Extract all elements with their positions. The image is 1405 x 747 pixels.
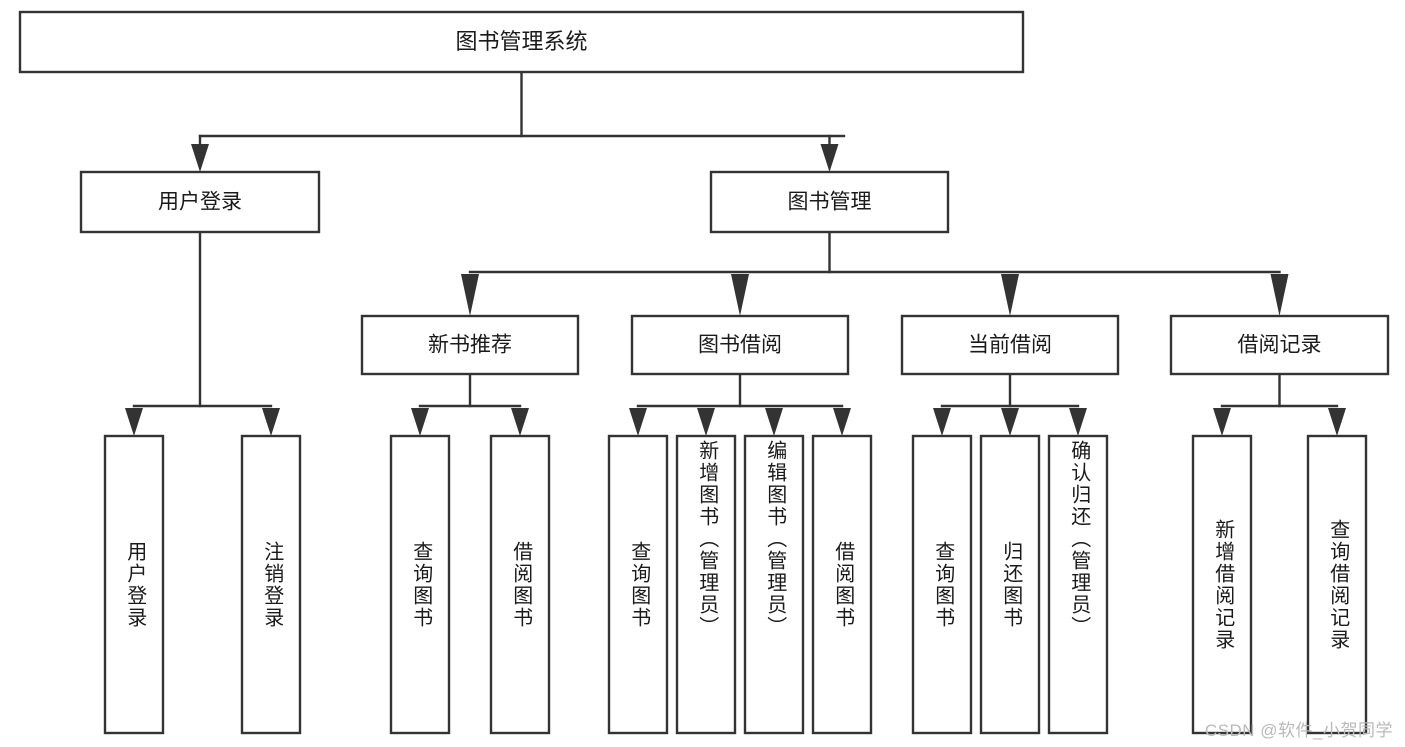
- arrowhead-leaf-add-book: [697, 408, 715, 436]
- node-book-borrow-rect[interactable]: [630, 314, 850, 376]
- node-borrow-record[interactable]: 借阅记录: [1169, 314, 1390, 376]
- node-user-login-rect[interactable]: [79, 170, 321, 234]
- node-leaf-add-record-rect[interactable]: [1191, 434, 1253, 735]
- node-user-login[interactable]: 用户登录: [79, 170, 321, 234]
- arrowhead-leaf-add-record: [1213, 408, 1231, 436]
- node-leaf-query-book-2-rect[interactable]: [607, 434, 669, 735]
- arrowhead-bookmanage: [820, 144, 839, 172]
- arrowhead-leaf-confirm-return: [1069, 408, 1087, 436]
- node-leaf-edit-book-rect[interactable]: [743, 434, 805, 735]
- arrowhead-userlogin: [191, 144, 209, 172]
- arrowhead-leaf-logout: [262, 408, 280, 436]
- arrowhead-leaf-borrow-book-2: [833, 408, 851, 436]
- node-current-borrow-label: 当前借阅: [968, 334, 1052, 357]
- node-borrow-record-rect[interactable]: [1169, 314, 1390, 376]
- node-root[interactable]: 图书管理系统: [18, 10, 1025, 74]
- node-current-borrow-rect[interactable]: [900, 314, 1120, 376]
- arrowhead-leaf-query-record: [1328, 408, 1346, 436]
- node-user-login-label: 用户登录: [158, 191, 242, 214]
- arrowhead-borrow-record: [1270, 274, 1289, 316]
- node-leaf-logout-rect[interactable]: [240, 434, 302, 735]
- node-book-borrow[interactable]: 图书借阅: [630, 314, 850, 376]
- node-leaf-user-login-rect[interactable]: [103, 434, 165, 735]
- node-leaf-confirm-return-rect[interactable]: [1047, 434, 1109, 735]
- node-book-manage[interactable]: 图书管理: [709, 170, 950, 234]
- node-new-book-rec-rect[interactable]: [360, 314, 580, 376]
- node-current-borrow[interactable]: 当前借阅: [900, 314, 1120, 376]
- node-leaf-add-book-rect[interactable]: [675, 434, 737, 735]
- connector-group: [125, 70, 1346, 436]
- arrowhead-leaf-return-book: [1001, 408, 1019, 436]
- arrowhead-current-borrow: [1001, 274, 1019, 316]
- node-leaf-borrow-book-1-rect[interactable]: [489, 434, 551, 735]
- node-book-manage-label: 图书管理: [788, 191, 872, 214]
- node-root-rect[interactable]: [18, 10, 1025, 74]
- arrowhead-leaf-query-book-3: [933, 408, 951, 436]
- arrowhead-leaf-borrow-book-1: [511, 408, 529, 436]
- node-borrow-record-label: 借阅记录: [1238, 334, 1322, 357]
- arrowhead-leaf-user-login: [125, 408, 143, 436]
- arrowhead-book-borrow: [731, 274, 749, 316]
- node-new-book-rec[interactable]: 新书推荐: [360, 314, 580, 376]
- leaf-box-group: [103, 434, 1368, 735]
- watermark-text: CSDN @软件_小贺同学: [1204, 721, 1393, 740]
- node-leaf-query-record-rect[interactable]: [1306, 434, 1368, 735]
- arrowhead-leaf-edit-book: [765, 408, 783, 436]
- node-leaf-borrow-book-2-rect[interactable]: [811, 434, 873, 735]
- node-root-label: 图书管理系统: [455, 29, 587, 54]
- arrowhead-leaf-query-book-2: [629, 408, 647, 436]
- arrowhead-leaf-query-book-1: [411, 408, 429, 436]
- node-leaf-return-book-rect[interactable]: [979, 434, 1041, 735]
- node-book-borrow-label: 图书借阅: [698, 334, 782, 357]
- node-leaf-query-book-1-rect[interactable]: [389, 434, 451, 735]
- node-book-manage-rect[interactable]: [709, 170, 950, 234]
- node-new-book-rec-label: 新书推荐: [428, 334, 512, 357]
- node-leaf-query-book-3-rect[interactable]: [911, 434, 973, 735]
- arrowhead-new-book-rec: [461, 274, 479, 316]
